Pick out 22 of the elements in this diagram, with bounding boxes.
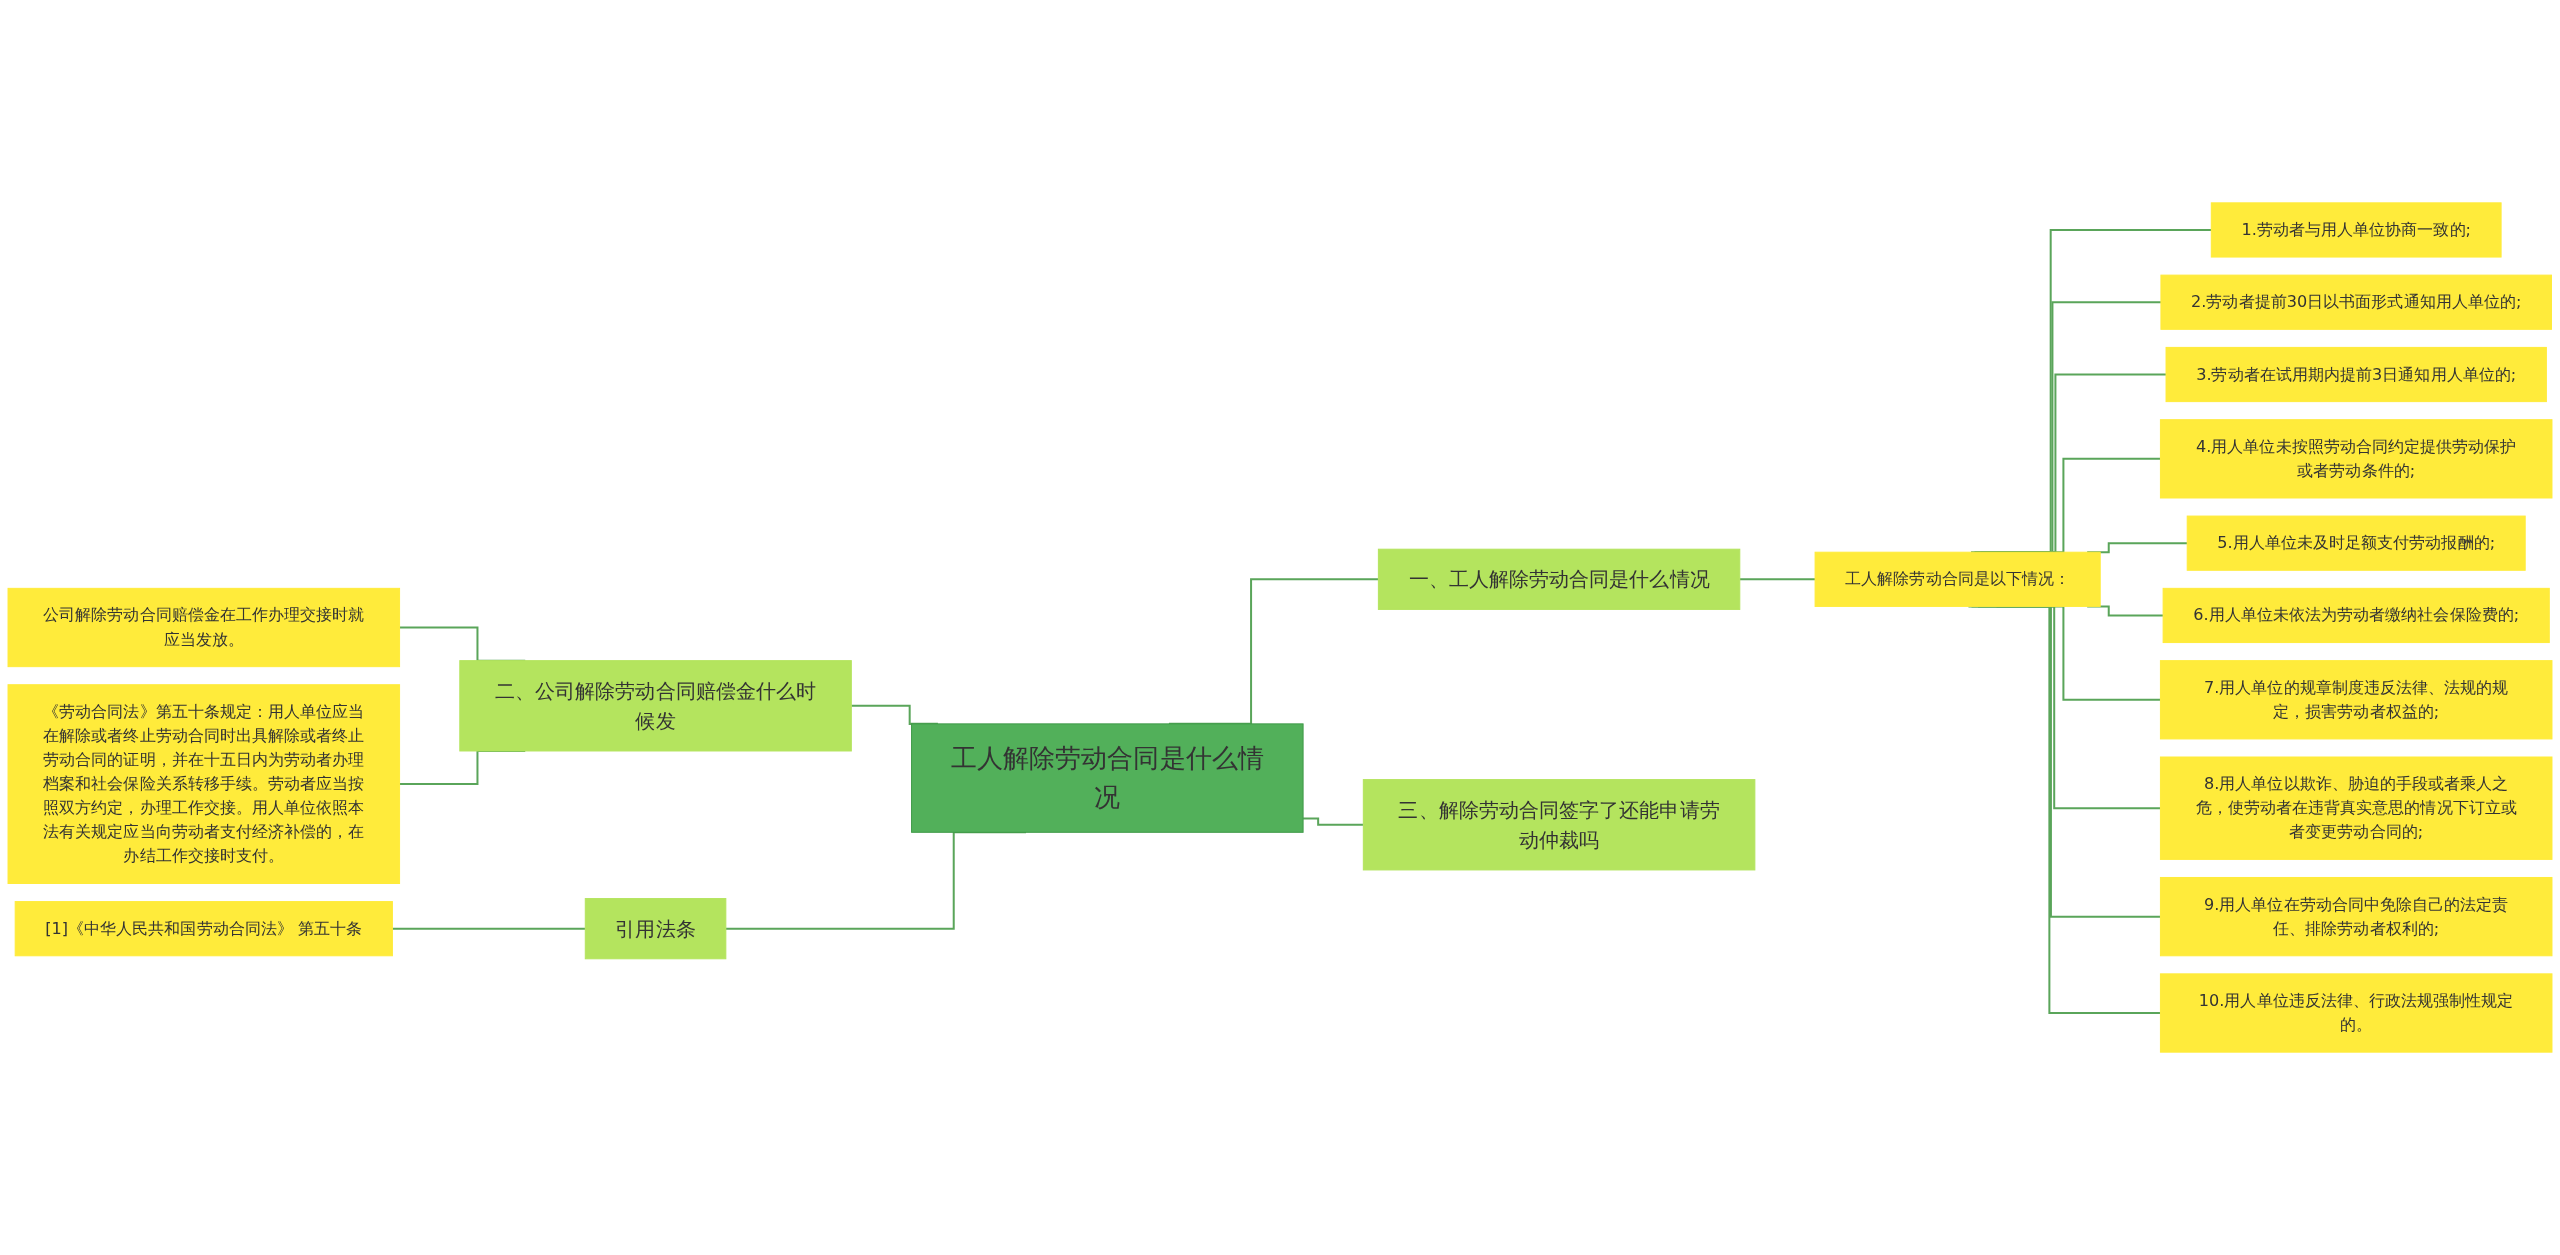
node-box: 工人解除劳动合同是什么情况 [911, 723, 1304, 833]
node-box: 4.用人单位未按照劳动合同约定提供劳动保护或者劳动条件的; [2159, 419, 2553, 499]
node-box: 5.用人单位未及时足额支付劳动报酬的; [2186, 515, 2526, 571]
connector [392, 927, 586, 930]
node-box: 二、公司解除劳动合同赔偿金什么时候发 [459, 660, 852, 752]
connector [1303, 817, 1364, 826]
node-box: 《劳动合同法》第五十条规定：用人单位应当在解除或者终止劳动合同时出具解除或者终止劳动合同的证明，并在十五日内为劳动者办理档案和社会保险关系转移手续。劳动者应当按照双方约定，办理工作交接。用人单位依照本法有关规定应当向劳动者支付经济补偿的，在办结工作交接时支付。 [7, 684, 401, 884]
node-box: 8.用人单位以欺诈、胁迫的手段或者乘人之危，使劳动者在违背真实意思的情况下订立或者变更劳动合同的; [2159, 756, 2553, 860]
node-box: 三、解除劳动合同签字了还能申请劳动仲裁吗 [1362, 779, 1756, 871]
node-box: [1]《中华人民共和国劳动合同法》 第五十条 [14, 901, 393, 957]
node-box: 工人解除劳动合同是以下情况： [1814, 551, 2101, 607]
node-box: 10.用人单位违反法律、行政法规强制性规定的。 [2159, 973, 2553, 1053]
node-box: 7.用人单位的规章制度违反法律、法规的规定，损害劳动者权益的; [2159, 660, 2553, 740]
connector [1739, 578, 1816, 581]
node-box: 2.劳动者提前30日以书面形式通知用人单位的; [2160, 274, 2552, 330]
node-box: 一、工人解除劳动合同是什么情况 [1377, 548, 1741, 610]
node-box: 1.劳动者与用人单位协商一致的; [2210, 202, 2502, 258]
node-box: 3.劳动者在试用期内提前3日通知用人单位的; [2165, 346, 2547, 403]
node-box: 6.用人单位未依法为劳动者缴纳社会保险费的; [2162, 587, 2550, 644]
node-box: 公司解除劳动合同赔偿金在工作办理交接时就应当发放。 [7, 587, 401, 668]
node-box: 引用法条 [584, 898, 727, 960]
node-box: 9.用人单位在劳动合同中免除自己的法定责任、排除劳动者权利的; [2159, 877, 2553, 957]
